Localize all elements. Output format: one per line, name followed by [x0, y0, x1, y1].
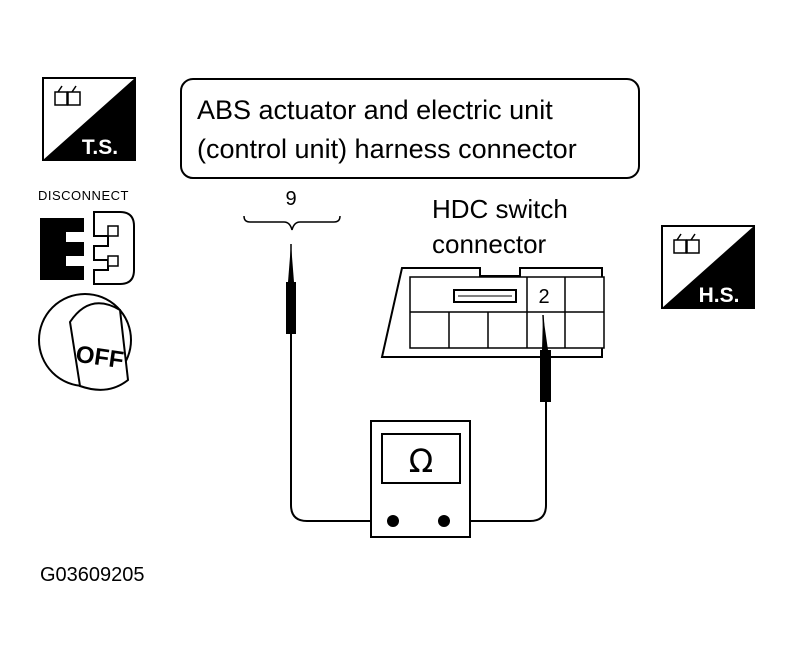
- hdc-pin-label: 2: [538, 286, 549, 308]
- t-s-icon: T.S.: [42, 77, 136, 161]
- disconnect-label: DISCONNECT: [38, 188, 129, 203]
- harness-pin-bracket: 9: [243, 188, 341, 231]
- ohm-symbol: Ω: [409, 442, 433, 480]
- disconnect-icon: DISCONNECT: [38, 188, 135, 285]
- figure-id: G03609205: [40, 564, 145, 586]
- harness-pin-label: 9: [285, 188, 296, 210]
- harness-connector-callout: ABS actuator and electric unit (control …: [180, 78, 640, 179]
- callout-line-1: ABS actuator and electric unit: [197, 95, 553, 125]
- h-s-icon-text: H.S.: [699, 284, 740, 307]
- t-s-icon-text: T.S.: [82, 136, 118, 159]
- ignition-off-text: OFF: [74, 341, 125, 374]
- callout-line-2: (control unit) harness connector: [197, 134, 577, 164]
- hdc-switch-connector: 2: [380, 267, 605, 358]
- ohmmeter: Ω: [370, 420, 471, 538]
- hdc-connector-label-1: HDC switch: [432, 194, 568, 224]
- ignition-off-icon: OFF: [38, 293, 132, 391]
- meter-terminal-left: [387, 515, 399, 527]
- hdc-connector-label-2: connector: [432, 229, 547, 259]
- h-s-icon: H.S.: [661, 225, 755, 309]
- right-probe: [444, 314, 551, 522]
- meter-terminal-right: [438, 515, 450, 527]
- left-probe: [286, 244, 393, 522]
